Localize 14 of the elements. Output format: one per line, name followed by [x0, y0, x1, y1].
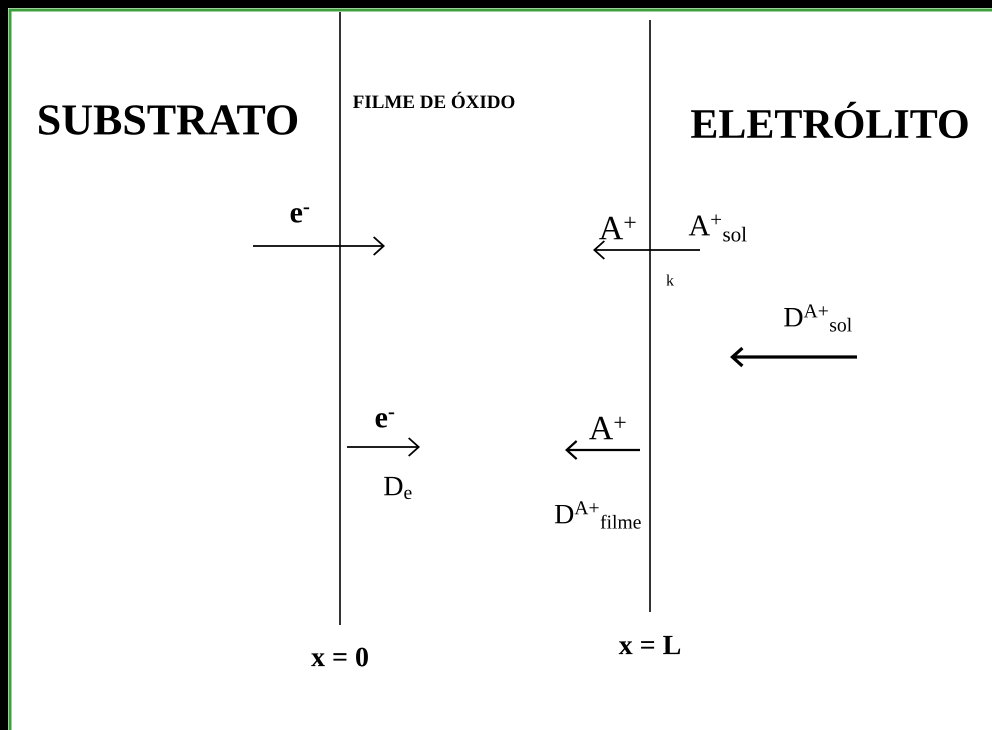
rate-constant-label: k — [666, 274, 674, 286]
diffusion-coefficient-label: D$^{A+}$filme — [554, 501, 641, 529]
region-label: ELETRÓLITO — [691, 102, 968, 138]
position-label: x = 0 — [311, 648, 368, 666]
diffusion-coefficient-label: D$_{e}$ — [384, 476, 412, 500]
ion-label: A$^{+}$ — [589, 416, 626, 440]
region-label: SUBSTRATO — [39, 105, 298, 135]
particle-label: e$^{-}$ — [290, 207, 310, 223]
ion-label: A$^{+}$sol — [688, 214, 747, 242]
position-label: x = L — [618, 636, 680, 654]
particle-label: e$^{-}$ — [376, 412, 394, 428]
region-label: FILME DE ÓXIDO — [353, 92, 514, 108]
ion-label: A$^{+}$ — [599, 216, 636, 240]
diffusion-coefficient-label: D$^{A+}$sol — [784, 304, 852, 332]
